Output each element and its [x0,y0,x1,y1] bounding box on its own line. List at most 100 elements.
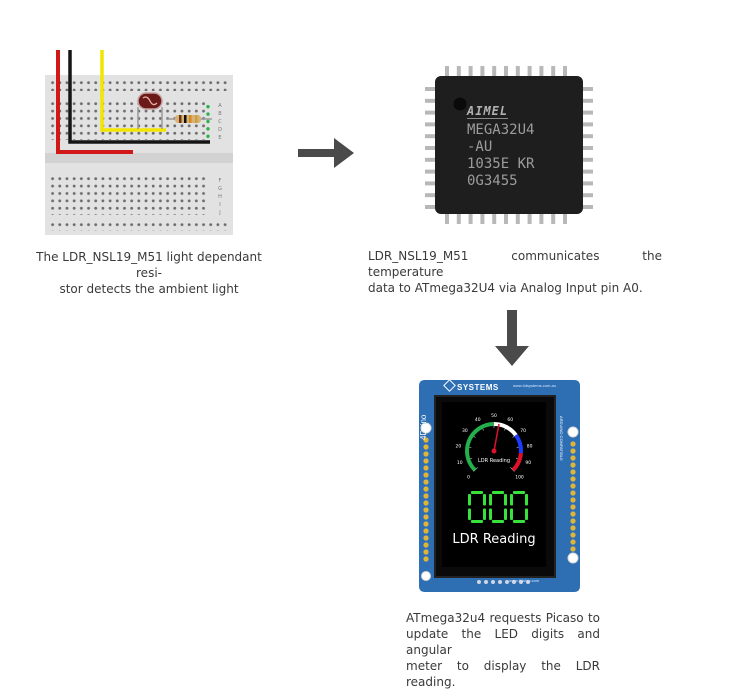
resistor [166,115,212,123]
pin-hole [505,580,509,584]
chip-pin [581,169,593,174]
header-pad [423,514,429,520]
brand-label: SYSTEMS [443,379,499,392]
chip-pin [425,87,437,91]
led-digit [468,491,486,523]
header-pad [423,486,429,492]
chip-pin [425,205,437,209]
ldr-sensor [137,92,163,110]
meter-tick-label: 80 [527,443,533,449]
chip-pin [425,193,437,198]
active-holes [206,103,210,139]
pin-hole [491,580,495,584]
led-segment [504,508,507,520]
header-pad [570,518,576,524]
chip-pin [581,134,593,139]
circuit-wiring [56,50,212,154]
meter-label: LDR Reading [478,458,510,464]
chip-pin [527,66,532,78]
chip-pin [425,110,437,115]
header-pad [423,549,429,555]
chip-pin [581,87,593,91]
led-segment [483,508,486,520]
atmega32u4-chip [425,66,593,224]
pin-hole [526,580,530,584]
header-pad [423,542,429,548]
chip-pin [425,98,437,103]
header-pad [570,469,576,475]
chip-pin [581,157,593,162]
led-segment [471,520,483,523]
chip-pin [581,193,593,198]
header-pad [570,455,576,461]
header-pad [570,476,576,482]
led-segment [510,494,513,506]
header-pad [423,500,429,506]
header-pad [423,437,429,443]
meter-needle [493,423,500,452]
meter-tick-label: 90 [525,460,531,466]
led-digits [468,491,528,523]
chip-pin [445,212,449,224]
led-digit-display [468,491,528,523]
chip-pin [581,98,593,103]
chip-pin [504,212,508,224]
pin-hole [519,580,523,584]
led-segment [489,494,492,506]
header-pad [423,458,429,464]
header-pad [423,528,429,534]
meter-tick-label: 20 [456,443,462,449]
pin-hole [498,580,502,584]
led-segment [513,491,525,494]
chip-pin [563,212,567,224]
website-label: www.4dsystems.com.au [513,383,556,388]
header-pad [570,462,576,468]
header-pad [423,465,429,471]
meter-tick-label: 10 [457,460,463,466]
led-segment [483,494,486,506]
caption-step3: ATmega32u4 requests Picaso to update the… [406,611,600,689]
chip-pin [581,110,593,115]
header-pad [570,532,576,538]
led-segment [513,520,525,523]
led-segment [489,508,492,520]
chip-brand-logo: AIMEL [467,104,509,119]
header-pad [423,556,429,562]
led-segment [492,491,504,494]
meter-tick-label: 70 [520,428,526,434]
chip-pin [425,181,437,186]
chip-pin [425,134,437,139]
chip-pin [581,181,593,186]
row-letters-top: A B C D E [218,103,222,141]
header-pad [423,493,429,499]
red-wire [56,50,133,154]
chip-pin [527,212,532,224]
header-pad [570,504,576,510]
chip-pin [456,212,461,224]
header-pad [570,448,576,454]
4duino-display-module: SYSTEMS www.4dsystems.com.au 4Duino ARDU… [417,376,582,594]
meter-tick-label: 50 [491,413,497,419]
led-digit [489,491,507,523]
chip-pin [468,66,473,78]
chip-pin [425,122,437,127]
pin-hole [512,580,516,584]
chip-pin [425,169,437,174]
led-segment [504,494,507,506]
meter-tick-label: 0 [467,475,470,481]
chip-marking: AIMEL MEGA32U4 -AU 1035E KR 0G3455 [467,104,535,189]
chip-pin [456,66,461,78]
header-pad [570,511,576,517]
chip-pin [492,212,497,224]
meter-tick-label: 100 [515,475,524,481]
header-pad [570,441,576,447]
header-pad [423,535,429,541]
chip-pin [515,212,520,224]
header-pad [570,539,576,545]
led-digit [510,491,528,523]
arrow-down-icon [495,310,529,366]
header-pad [423,479,429,485]
chip-pin [539,212,544,224]
